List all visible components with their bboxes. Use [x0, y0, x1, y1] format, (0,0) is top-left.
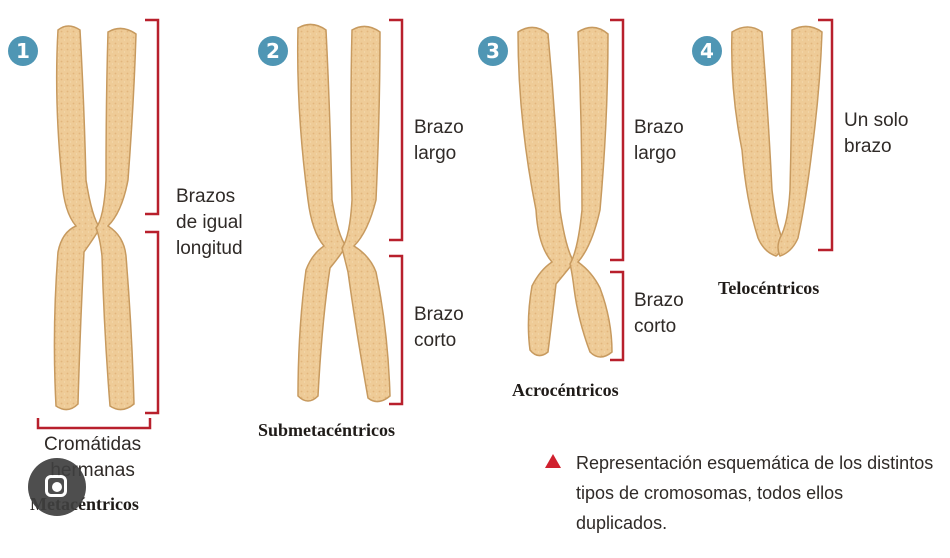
brackets: [36, 18, 834, 430]
bracket-long-arm-2: [389, 18, 404, 242]
bracket-short-arm-2: [389, 254, 404, 406]
badge-1: 1: [8, 36, 38, 66]
chromosome-telocentric: [730, 25, 823, 257]
label-equal-arms: Brazos de igual longitud: [176, 186, 243, 259]
chromatid-left: [517, 26, 575, 357]
chromosome-submetacentric: [296, 23, 391, 403]
title-telocentric: Telocéntricos: [718, 278, 820, 298]
lens-search-button[interactable]: [28, 458, 86, 516]
title-acrocentric: Acrocéntricos: [512, 380, 619, 400]
label-long-arm-2: Brazo largo: [414, 117, 464, 164]
chromatid-right: [569, 26, 613, 358]
chromatid-left: [53, 25, 101, 411]
badge-4: 4: [692, 36, 722, 66]
bracket-short-arm-3: [610, 270, 625, 362]
chromosome-metacentric: [53, 25, 137, 411]
chromosome-acrocentric: [517, 26, 613, 358]
label-short-arm-3: Brazo corto: [634, 290, 684, 337]
chromatid-left: [296, 23, 347, 402]
lens-icon: [45, 475, 67, 497]
badge-3: 3: [478, 36, 508, 66]
bracket-lower-arms: [145, 230, 160, 415]
bracket-upper-arms: [145, 18, 160, 216]
chromatid-right: [341, 25, 391, 403]
label-long-arm-3: Brazo largo: [634, 117, 684, 164]
title-submetacentric: Submetacéntricos: [258, 420, 395, 440]
bracket-single-arm-4: [818, 18, 834, 252]
bracket-sister-chromatids: [36, 418, 152, 430]
chromatid-right: [777, 25, 823, 257]
label-single-arm: Un solo brazo: [844, 110, 909, 157]
badge-2: 2: [258, 36, 288, 66]
lens-dot-icon: [52, 482, 62, 492]
chromatid-left: [730, 26, 784, 257]
chromatid-right: [95, 27, 137, 411]
caption-marker-icon: [545, 454, 561, 468]
figure-caption: Representación esquemática de los distin…: [576, 453, 934, 533]
bracket-long-arm-3: [610, 18, 625, 262]
label-short-arm-2: Brazo corto: [414, 304, 464, 351]
